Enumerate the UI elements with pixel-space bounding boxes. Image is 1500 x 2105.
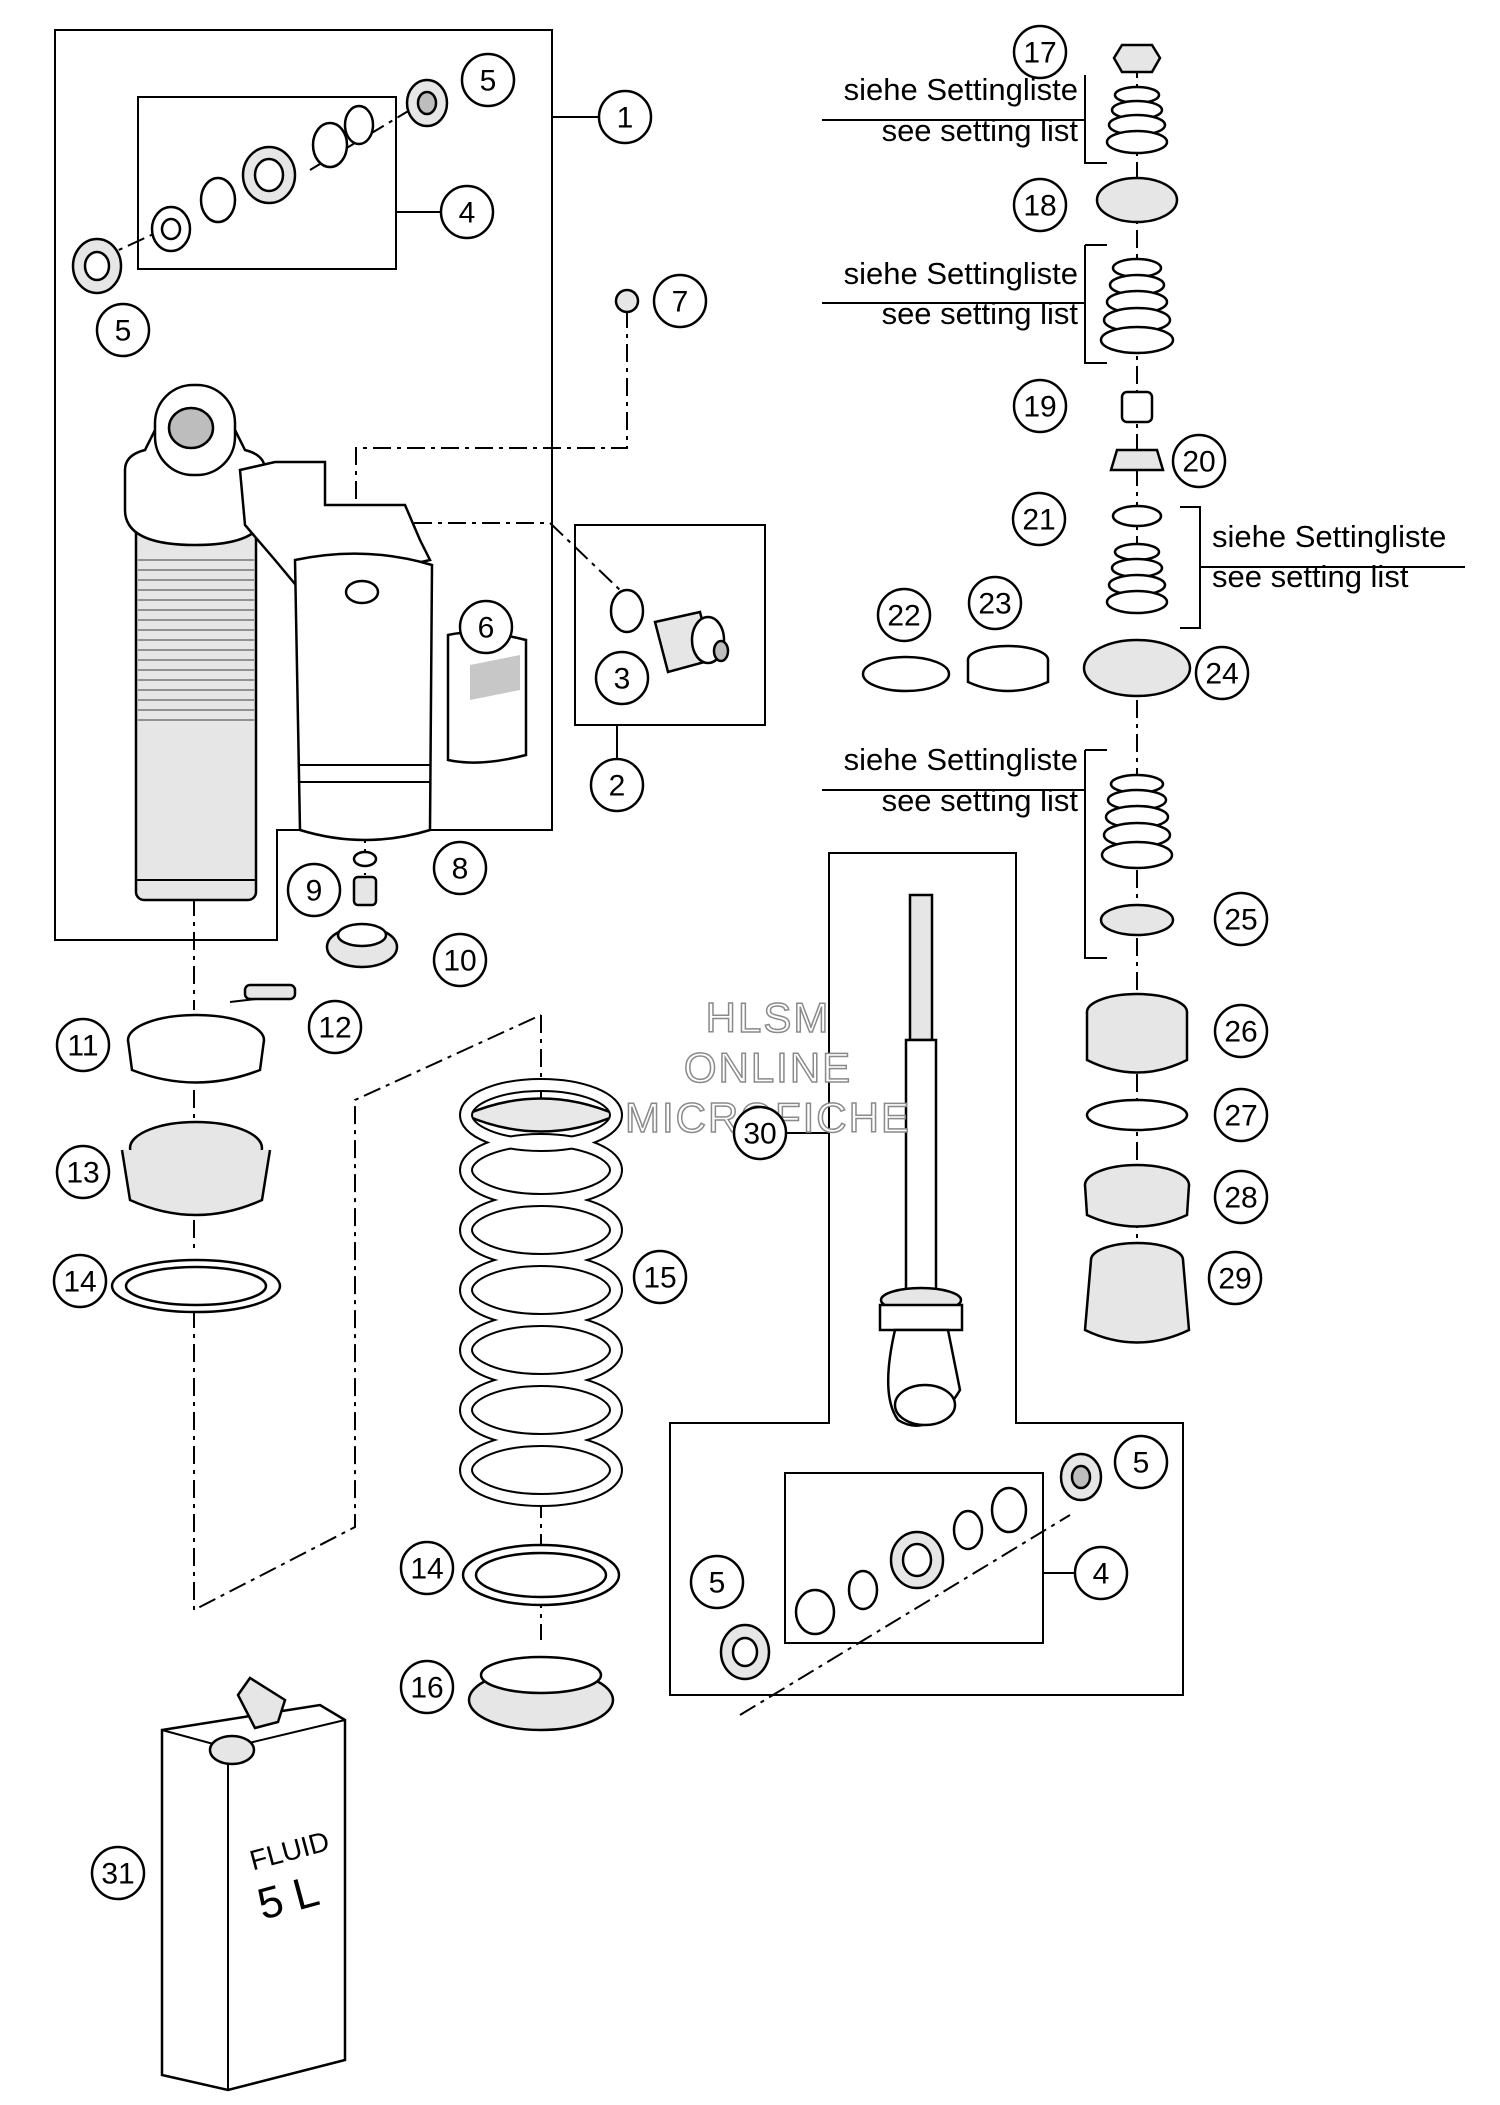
setting-note: siehe Settingliste see setting list [844, 742, 1079, 818]
bearing-group-top [71, 78, 449, 295]
callout-number: 28 [1224, 1182, 1257, 1215]
callout-number: 22 [887, 600, 920, 633]
spring-seat-parts [461, 1543, 621, 1732]
callout-number: 16 [410, 1672, 443, 1705]
callout-19: 19 [1012, 378, 1068, 434]
watermark-line-2: ONLINE [684, 1044, 852, 1091]
setting-note: siehe Settingliste see setting list [844, 256, 1079, 331]
callout-number: 5 [1133, 1447, 1150, 1480]
setting-note-en: see setting list [882, 783, 1079, 818]
coil-spring [459, 1078, 623, 1507]
callout-number: 25 [1224, 904, 1257, 937]
callout-16: 16 [399, 1659, 455, 1715]
callout-22: 22 [876, 587, 932, 643]
setting-note: siehe Settingliste see setting list [1212, 519, 1446, 594]
callout-5: 5 [95, 302, 151, 358]
callout-31: 31 [90, 1845, 146, 1901]
callout-10: 10 [432, 932, 488, 988]
callout-number: 7 [672, 286, 689, 319]
callout-number: 24 [1205, 658, 1238, 691]
callout-number: 23 [978, 588, 1011, 621]
callout-number: 5 [480, 65, 497, 98]
piston-rod-assembly [878, 893, 964, 1427]
callout-number: 17 [1023, 37, 1056, 70]
callout-3: 3 [594, 650, 650, 706]
callout-15: 15 [632, 1249, 688, 1305]
callout-13: 13 [55, 1144, 111, 1200]
callout-29: 29 [1207, 1250, 1263, 1306]
group-frames [54, 29, 1465, 1696]
callout-number: 4 [1093, 1558, 1110, 1591]
callout-5: 5 [1113, 1434, 1169, 1490]
callout-1: 1 [597, 89, 653, 145]
callout-14: 14 [52, 1253, 108, 1309]
callout-27: 27 [1213, 1087, 1269, 1143]
callout-number: 26 [1224, 1016, 1257, 1049]
callout-number: 13 [66, 1157, 99, 1190]
setting-note-en: see setting list [1212, 559, 1409, 594]
shim-stack-column [861, 43, 1192, 1344]
callout-number: 5 [115, 315, 132, 348]
callout-number: 11 [67, 1030, 98, 1063]
callout-25: 25 [1213, 891, 1269, 947]
callout-number: 3 [614, 663, 631, 696]
callout-number: 20 [1182, 446, 1215, 479]
callout-7: 7 [652, 273, 708, 329]
callout-6: 6 [458, 599, 514, 655]
callout-number: 2 [609, 770, 626, 803]
callout-4: 4 [439, 184, 495, 240]
adjuster-ring-stack [110, 983, 297, 1314]
callout-21: 21 [1011, 491, 1067, 547]
callout-2: 2 [589, 757, 645, 813]
callout-number: 31 [101, 1858, 134, 1891]
callout-14: 14 [399, 1540, 455, 1596]
bearing-group-bottom [719, 1452, 1103, 1681]
callout-number: 6 [478, 612, 495, 645]
callout-23: 23 [967, 575, 1023, 631]
callout-number: 4 [459, 197, 476, 230]
setting-note-de: siehe Settingliste [1212, 519, 1446, 554]
watermark-line-1: HLSM [706, 994, 831, 1041]
callout-4: 4 [1073, 1545, 1129, 1601]
callout-number: 15 [643, 1262, 676, 1295]
callout-number: 10 [443, 945, 476, 978]
callout-20: 20 [1171, 433, 1227, 489]
callout-26: 26 [1213, 1003, 1269, 1059]
fluid-canister: FLUID 5 L [160, 1676, 347, 2092]
callout-number: 8 [452, 853, 469, 886]
callout-17: 17 [1012, 24, 1068, 80]
setting-note-de: siehe Settingliste [844, 742, 1078, 777]
callout-number: 1 [617, 102, 634, 135]
callout-12: 12 [307, 999, 363, 1055]
shock-absorber-body [123, 383, 528, 902]
callout-number: 29 [1218, 1263, 1251, 1296]
callout-11: 11 [55, 1017, 111, 1073]
callout-24: 24 [1194, 645, 1250, 701]
callout-5: 5 [460, 52, 516, 108]
callout-number: 9 [306, 875, 323, 908]
callout-number: 27 [1224, 1100, 1257, 1133]
callout-9: 9 [286, 862, 342, 918]
setting-note-en: see setting list [882, 113, 1079, 148]
callout-30: 30 [732, 1105, 788, 1161]
callout-5: 5 [689, 1554, 745, 1610]
callout-8: 8 [432, 840, 488, 896]
setting-note-en: see setting list [882, 296, 1079, 331]
callout-number: 14 [63, 1266, 96, 1299]
callout-number: 30 [743, 1118, 776, 1151]
callout-number: 14 [410, 1553, 443, 1586]
small-parts-upper [325, 288, 730, 969]
callout-number: 12 [318, 1012, 351, 1045]
callout-number: 5 [709, 1567, 726, 1600]
callout-number: 21 [1022, 504, 1055, 537]
callout-18: 18 [1012, 177, 1068, 233]
callout-number: 19 [1023, 391, 1056, 424]
callout-number: 18 [1023, 190, 1056, 223]
callout-28: 28 [1213, 1169, 1269, 1225]
setting-notes: siehe Settingliste see setting list siehe … [844, 72, 1447, 818]
setting-note-de: siehe Settingliste [844, 256, 1078, 291]
